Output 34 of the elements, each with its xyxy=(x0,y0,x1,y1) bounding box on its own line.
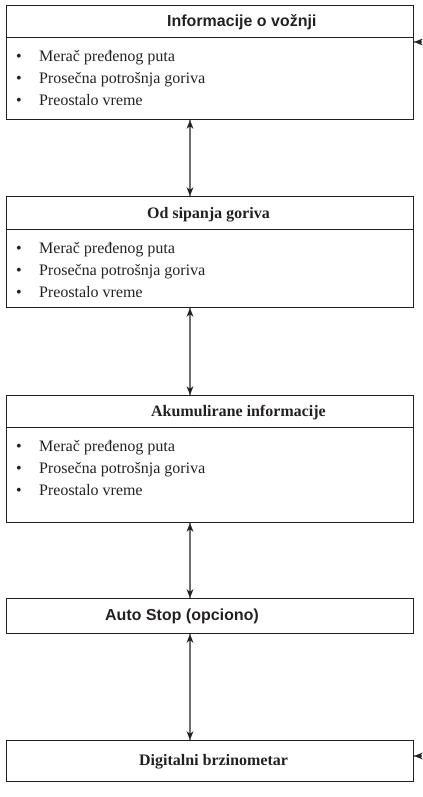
info-box xyxy=(6,740,414,782)
arrow xyxy=(414,38,423,46)
arrow xyxy=(186,120,194,196)
bullet: • xyxy=(16,69,22,89)
arrow xyxy=(186,523,194,598)
box-heading: Informacije o vožnji xyxy=(167,13,316,30)
info-box xyxy=(6,5,414,120)
bullet: • xyxy=(16,459,22,479)
bullet: • xyxy=(16,261,22,281)
box-heading: Digitalni brzinometar xyxy=(139,752,288,769)
bullet: • xyxy=(16,481,22,501)
bullet: • xyxy=(16,283,22,303)
list-item: Prosečna potrošnja goriva xyxy=(39,69,206,89)
box-heading: Od sipanja goriva xyxy=(147,205,270,222)
arrow xyxy=(414,752,423,760)
box-heading: Auto Stop (opciono) xyxy=(105,607,259,624)
info-box xyxy=(6,598,414,634)
bullet: • xyxy=(16,91,22,111)
list-item: Merač pređenog puta xyxy=(39,239,175,259)
list-item: Preostalo vreme xyxy=(39,91,143,111)
list-item: Preostalo vreme xyxy=(39,283,143,303)
list-item: Merač pređenog puta xyxy=(39,437,175,457)
bullet: • xyxy=(16,239,22,259)
arrow xyxy=(186,308,194,395)
list-item: Preostalo vreme xyxy=(39,481,143,501)
bullet: • xyxy=(16,437,22,457)
info-box xyxy=(6,395,414,523)
list-item: Prosečna potrošnja goriva xyxy=(39,459,206,479)
arrow xyxy=(186,634,194,740)
list-item: Prosečna potrošnja goriva xyxy=(39,261,206,281)
list-item: Merač pređenog puta xyxy=(39,47,175,67)
info-box xyxy=(6,196,414,308)
bullet: • xyxy=(16,47,22,67)
box-heading: Akumulirane informacije xyxy=(151,403,326,420)
